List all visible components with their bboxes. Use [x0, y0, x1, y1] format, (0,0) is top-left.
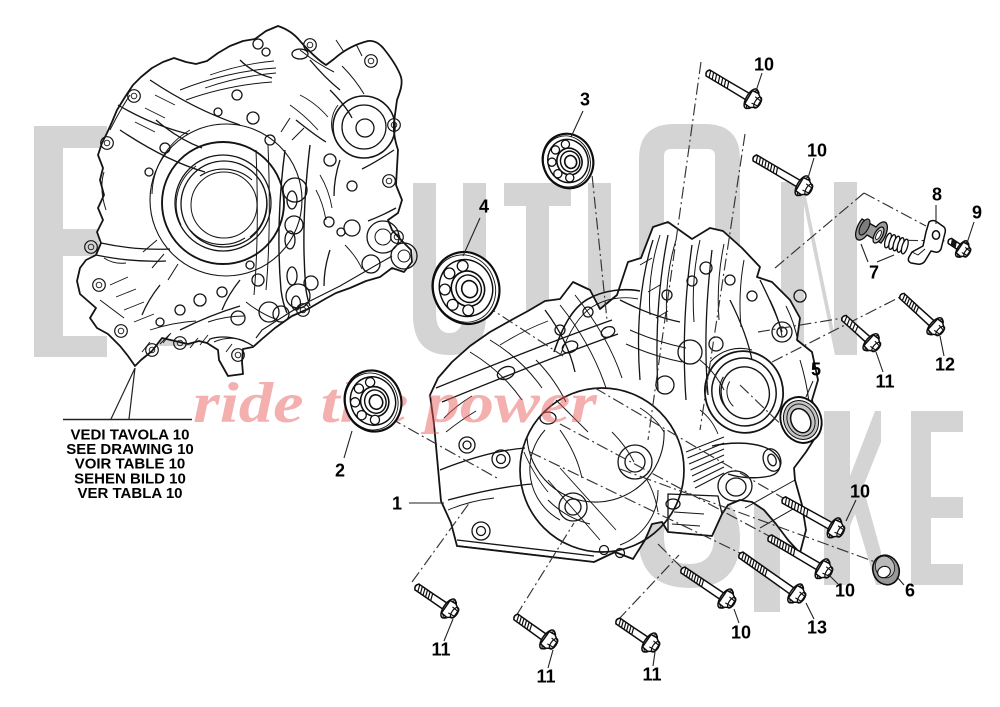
svg-text:10: 10	[850, 482, 870, 502]
svg-text:4: 4	[479, 197, 489, 217]
svg-text:9: 9	[972, 203, 982, 223]
svg-text:11: 11	[642, 665, 661, 685]
svg-text:2: 2	[335, 461, 345, 481]
svg-text:5: 5	[811, 360, 821, 380]
svg-text:8: 8	[932, 185, 942, 205]
svg-text:10: 10	[807, 141, 827, 161]
svg-text:SEHEN BILD 10: SEHEN BILD 10	[74, 470, 186, 487]
svg-text:11: 11	[536, 667, 555, 687]
svg-text:VEDI TAVOLA 10: VEDI TAVOLA 10	[71, 427, 190, 444]
svg-text:11: 11	[431, 640, 450, 660]
svg-text:7: 7	[869, 263, 879, 283]
svg-text:10: 10	[731, 623, 751, 643]
svg-text:3: 3	[580, 90, 590, 110]
svg-text:13: 13	[807, 618, 827, 638]
svg-text:1: 1	[392, 494, 402, 514]
svg-text:12: 12	[935, 355, 955, 375]
svg-text:10: 10	[754, 55, 774, 75]
svg-text:SEE DRAWING 10: SEE DRAWING 10	[66, 441, 194, 458]
svg-text:11: 11	[875, 372, 894, 392]
svg-text:VER TABLA 10: VER TABLA 10	[77, 485, 182, 502]
svg-text:6: 6	[905, 581, 915, 601]
svg-text:VOIR TABLE 10: VOIR TABLE 10	[75, 456, 186, 473]
svg-text:10: 10	[835, 581, 855, 601]
